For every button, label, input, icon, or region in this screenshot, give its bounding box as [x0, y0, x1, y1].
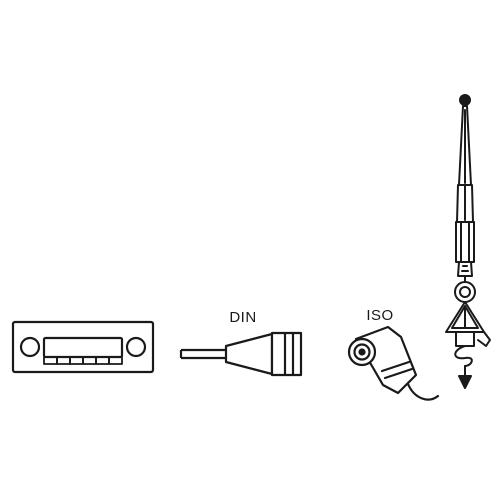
din-plug-icon	[179, 331, 303, 377]
iso-plug-icon	[347, 325, 440, 401]
car-antenna-icon	[445, 94, 491, 389]
car-radio-icon	[11, 320, 155, 374]
din-label: DIN	[229, 309, 256, 326]
iso-label: ISO	[366, 307, 393, 324]
